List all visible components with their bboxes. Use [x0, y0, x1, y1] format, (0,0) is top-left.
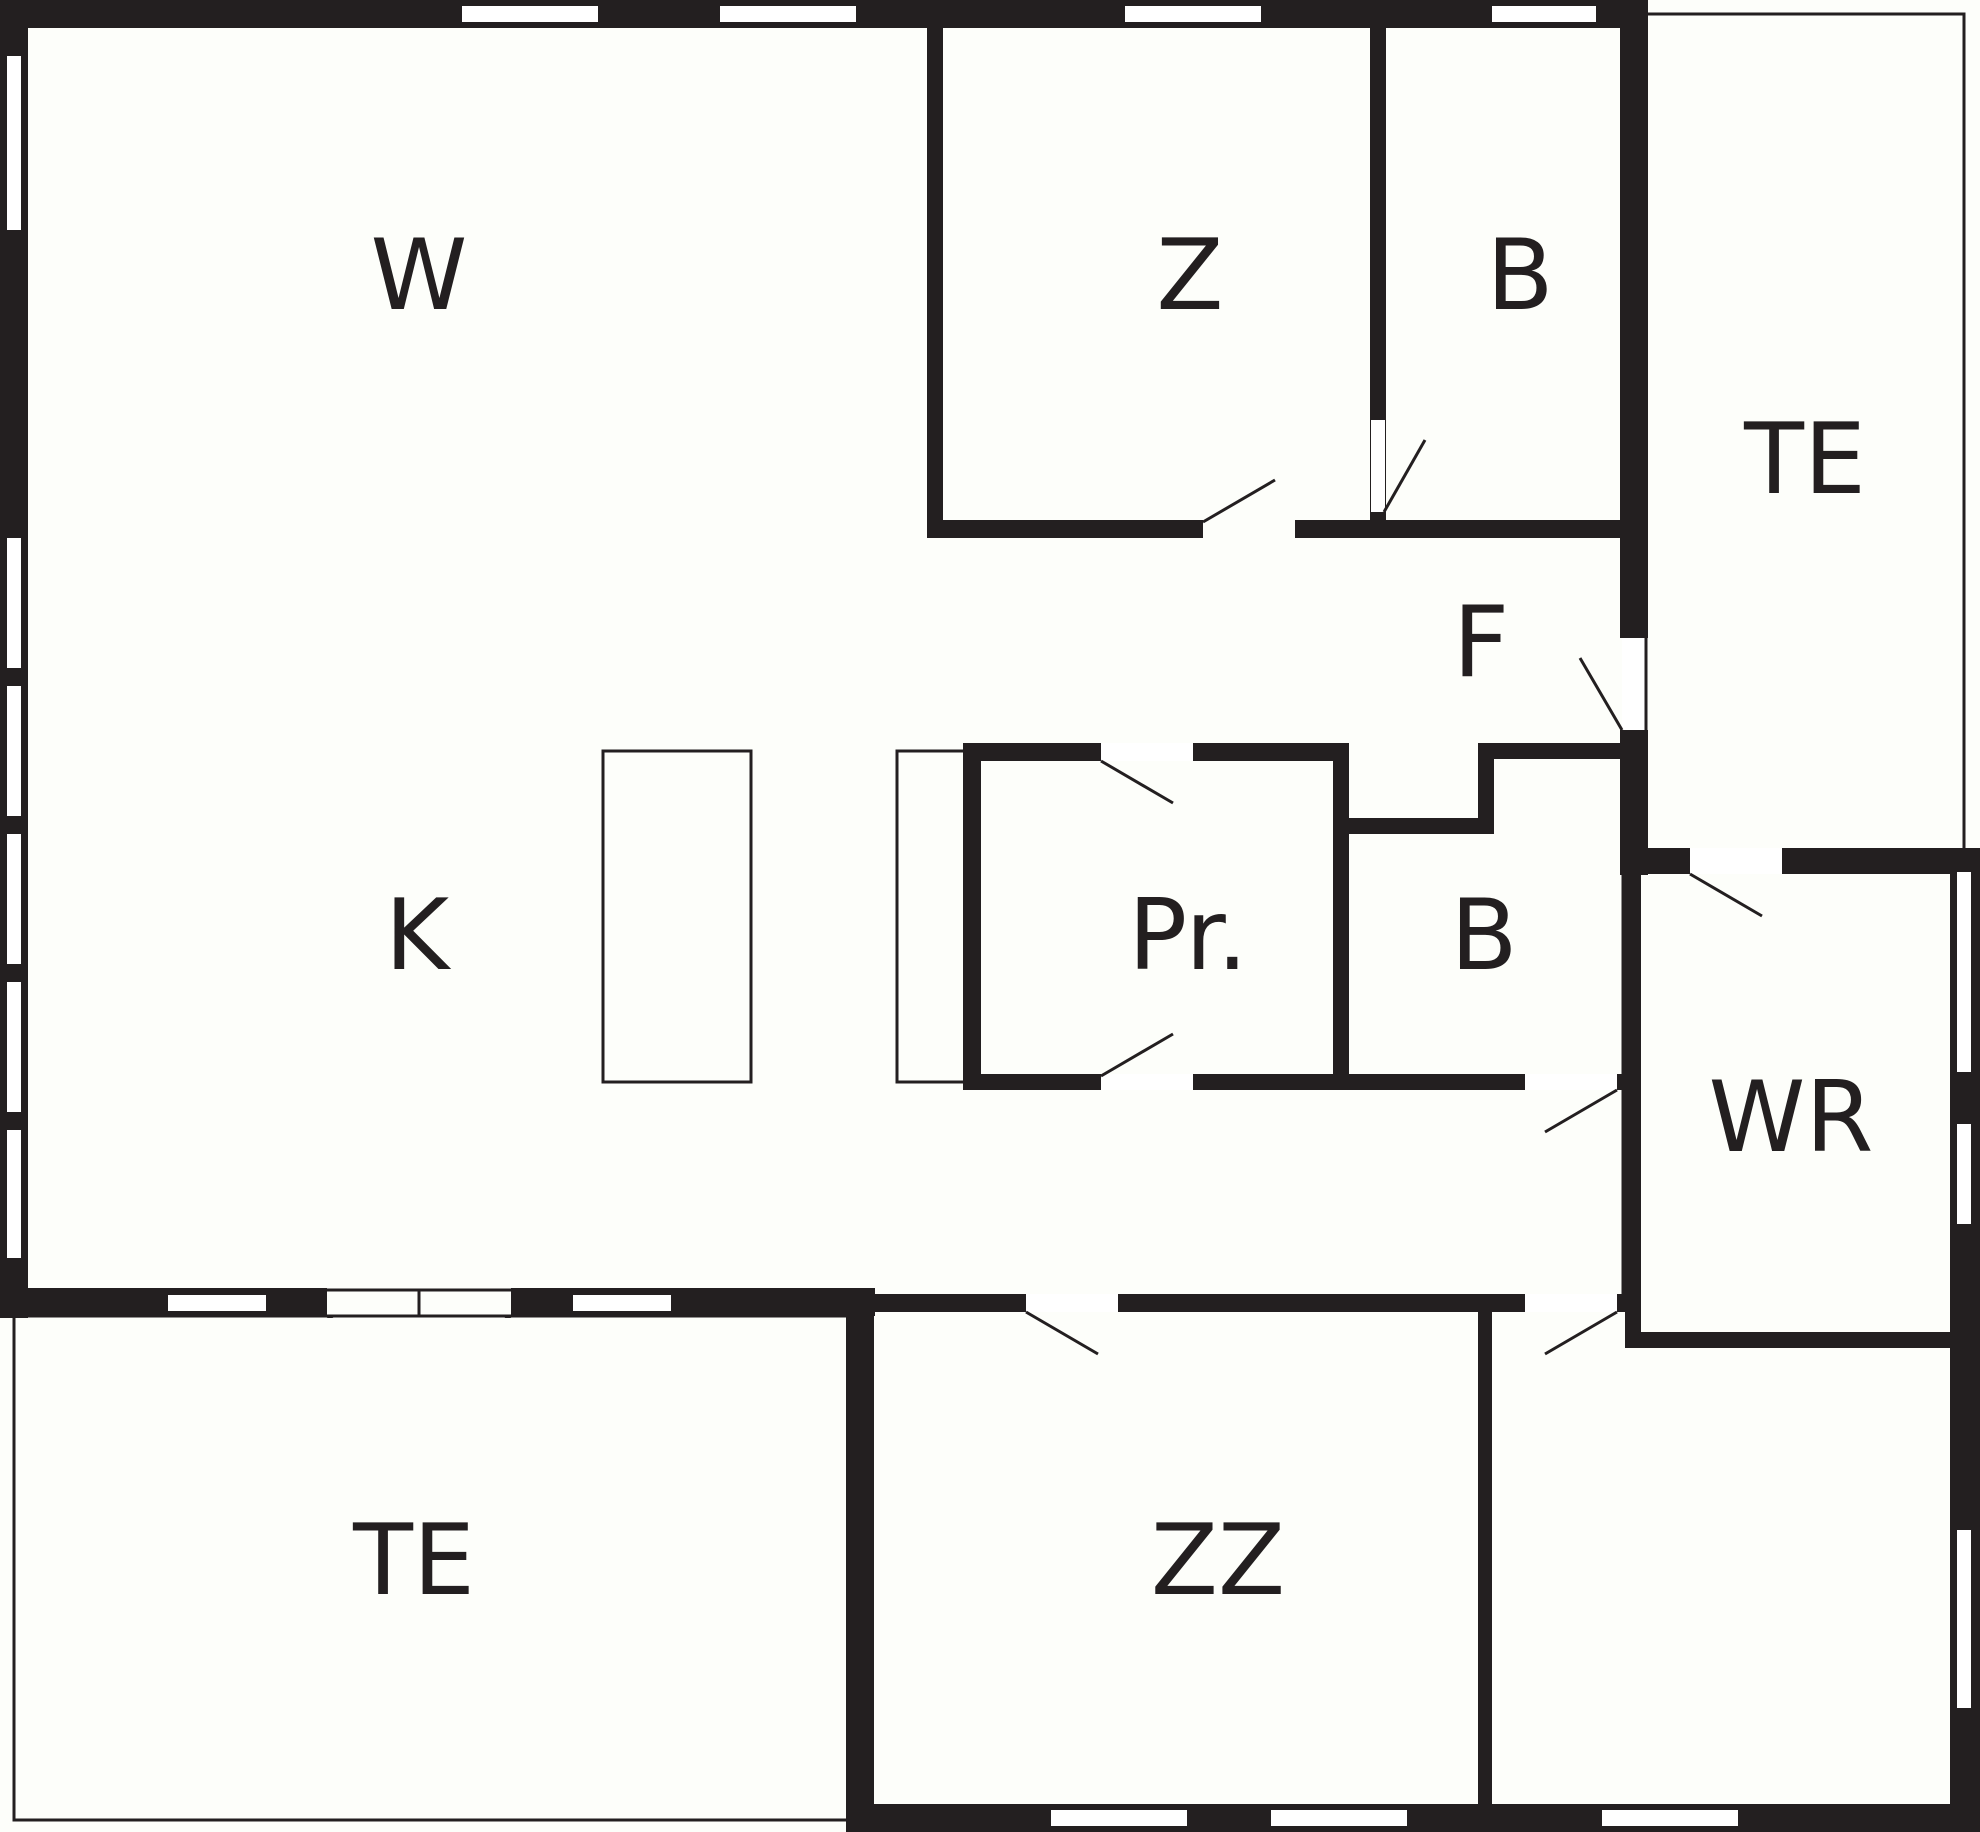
top-windows [462, 6, 1596, 22]
b-mid-room-walls [1333, 743, 1628, 1298]
room-label-te-right: TE [1743, 403, 1866, 517]
bottom-windows [168, 1295, 671, 1311]
room-label-zz: ZZ [1151, 1504, 1285, 1618]
room-label-z: Z [1156, 219, 1223, 333]
window [720, 6, 856, 22]
room-label-te-bottom: TE [352, 1504, 475, 1618]
inner-right-wall [1578, 20, 1648, 875]
lower-block-walls [12, 1294, 1980, 1832]
wall-bottom-mid [860, 1294, 1640, 1312]
window [7, 834, 21, 964]
window [1125, 6, 1261, 22]
window [7, 982, 21, 1112]
room-label-wr: WR [1709, 1061, 1874, 1175]
room-label-k: K [385, 879, 452, 993]
window [7, 686, 21, 816]
wr-room-walls [1620, 848, 1980, 1348]
room-label-b-top: B [1486, 219, 1553, 333]
room-label-f: F [1453, 586, 1509, 700]
window [7, 1130, 21, 1258]
pr-room-walls [601, 743, 1623, 1090]
te-right-outline [1644, 12, 1966, 852]
z-room-walls [927, 20, 1625, 538]
room-label-b-mid: B [1450, 879, 1517, 993]
left-windows [7, 56, 21, 1258]
window [168, 1295, 266, 1311]
window [573, 1295, 671, 1311]
window [7, 538, 21, 668]
window [1492, 6, 1596, 22]
room-label-w: W [371, 219, 468, 333]
window [462, 6, 598, 22]
window [7, 56, 21, 230]
room-label-pr: Pr. [1128, 879, 1248, 993]
